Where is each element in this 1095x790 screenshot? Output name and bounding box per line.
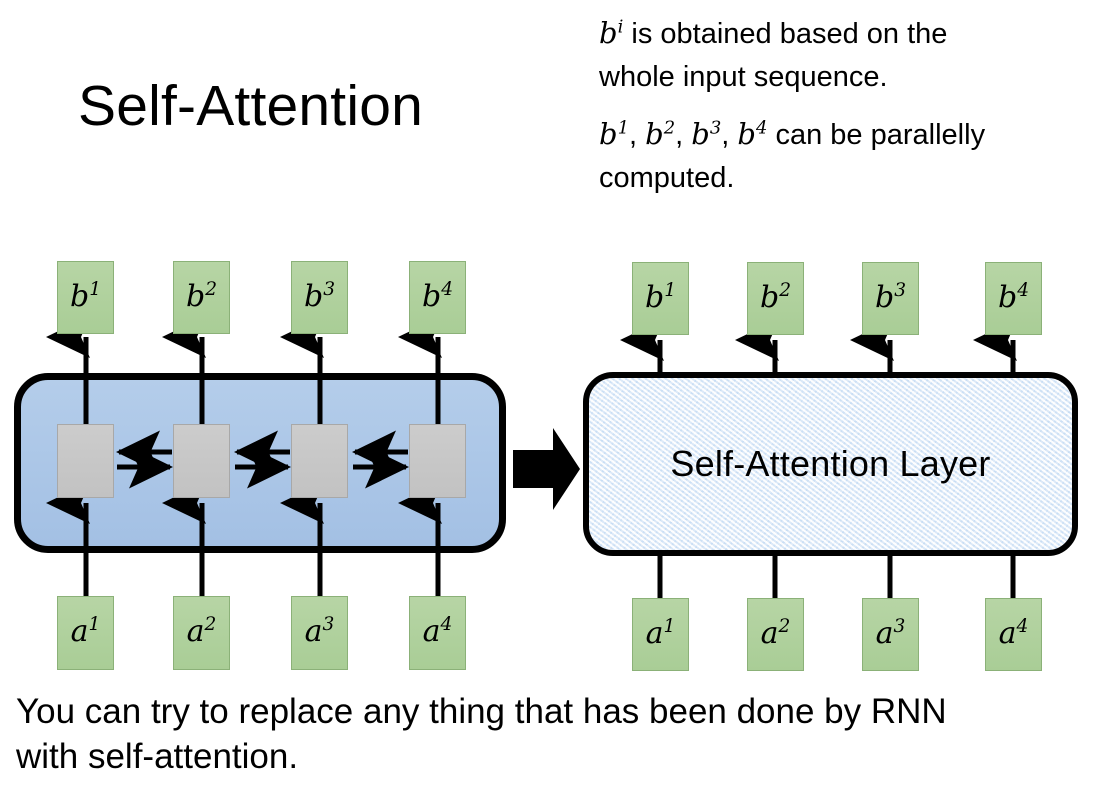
caption-block: You can try to replace any thing that ha… <box>16 690 1086 780</box>
math-b1: b1 <box>599 116 630 151</box>
node-label: a3 <box>304 614 335 649</box>
note-line-1-text: is obtained based on the <box>623 18 948 50</box>
node-label: b3 <box>874 279 907 315</box>
node-label: b1 <box>69 278 102 314</box>
caption-line-2: with self-attention. <box>16 736 299 776</box>
recurrent-arrows <box>115 430 410 489</box>
note-line-1: bi is obtained based on the <box>599 14 1069 54</box>
rnn-cell-4[interactable] <box>409 424 466 498</box>
right-input-node-a4[interactable]: a4 <box>985 598 1042 671</box>
node-label: b3 <box>303 278 336 314</box>
node-label: a4 <box>422 614 453 649</box>
page-title: Self-Attention <box>78 74 423 138</box>
left-input-node-a4[interactable]: a4 <box>409 596 466 670</box>
node-label: a4 <box>998 615 1029 651</box>
right-input-connectors <box>657 556 1016 598</box>
right-output-node-b2[interactable]: b2 <box>747 262 804 335</box>
math-b3: b3 <box>691 116 722 151</box>
right-output-node-b4[interactable]: b4 <box>985 262 1042 335</box>
left-input-node-a3[interactable]: a3 <box>291 596 348 670</box>
node-label: b2 <box>759 279 792 315</box>
math-b2: b2 <box>645 116 676 151</box>
node-label: a1 <box>645 615 676 651</box>
right-arrow <box>513 428 580 510</box>
math-b-superscript-i: bi <box>599 16 624 50</box>
left-input-node-a2[interactable]: a2 <box>173 596 230 670</box>
caption-line-1: You can try to replace any thing that ha… <box>16 692 947 731</box>
note-block: bi is obtained based on the whole input … <box>599 14 1069 207</box>
rnn-cell-1[interactable] <box>57 424 114 498</box>
node-label: b1 <box>644 279 677 315</box>
left-input-arrows <box>45 482 442 596</box>
node-label: a2 <box>760 615 791 651</box>
right-output-node-b3[interactable]: b3 <box>862 262 919 335</box>
right-output-node-b1[interactable]: b1 <box>632 262 689 335</box>
self-attention-layer-label: Self-Attention Layer <box>670 443 991 484</box>
note-line-3-text: can be parallelly <box>767 118 986 151</box>
note-line-4: computed. <box>599 161 735 194</box>
math-b4: b4 <box>737 116 768 151</box>
note-line-2: whole input sequence. <box>599 60 888 93</box>
rnn-cell-3[interactable] <box>291 424 348 498</box>
right-input-node-a2[interactable]: a2 <box>747 598 804 671</box>
rnn-cell-2[interactable] <box>173 424 230 498</box>
left-output-node-b1[interactable]: b1 <box>57 261 114 334</box>
right-input-node-a3[interactable]: a3 <box>862 598 919 671</box>
node-label: a1 <box>70 614 101 649</box>
left-output-node-b3[interactable]: b3 <box>291 261 348 334</box>
right-input-node-a1[interactable]: a1 <box>632 598 689 671</box>
node-label: b2 <box>185 278 218 314</box>
left-output-arrows <box>45 316 442 424</box>
left-output-node-b4[interactable]: b4 <box>409 261 466 334</box>
node-label: b4 <box>997 279 1030 315</box>
right-output-arrows <box>619 319 1017 372</box>
node-label: a2 <box>186 614 217 649</box>
node-label: b4 <box>421 278 454 314</box>
node-label: a3 <box>875 615 906 651</box>
note-line-3: b1, b2, b3, b4 can be parallelly <box>599 116 986 151</box>
left-input-node-a1[interactable]: a1 <box>57 596 114 670</box>
self-attention-layer-box: Self-Attention Layer <box>583 372 1078 556</box>
left-output-node-b2[interactable]: b2 <box>173 261 230 334</box>
